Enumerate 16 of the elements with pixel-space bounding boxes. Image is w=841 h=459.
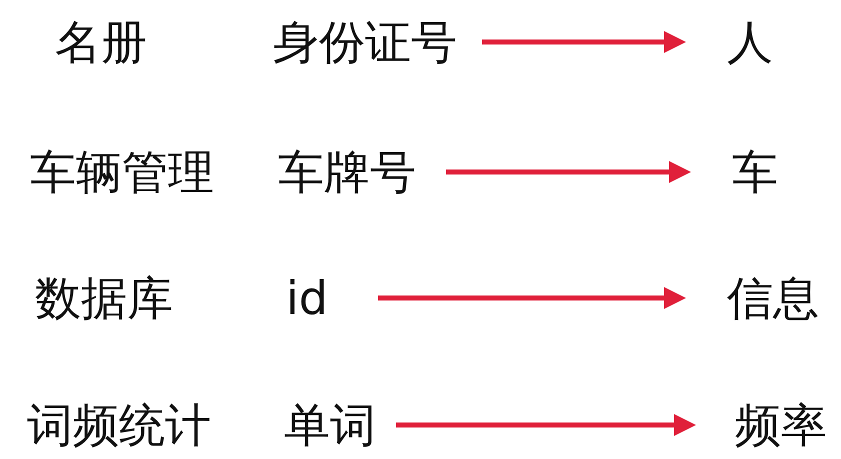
key-label: 身份证号 [273, 16, 457, 68]
row-label: 名册 [55, 16, 147, 68]
row-label: 车辆管理 [30, 146, 214, 198]
arrow [446, 161, 691, 183]
row-label: 词频统计 [27, 399, 211, 451]
arrow [396, 414, 696, 436]
arrow [482, 31, 686, 53]
value-label: 车 [732, 146, 778, 198]
value-label: 信息 [727, 272, 819, 324]
row-label: 数据库 [35, 272, 173, 324]
key-label: 车牌号 [278, 146, 416, 198]
value-label: 人 [727, 16, 773, 68]
key-label: id [286, 272, 328, 324]
key-label: 单词 [284, 399, 376, 451]
arrow [378, 287, 686, 309]
value-label: 频率 [735, 399, 827, 451]
